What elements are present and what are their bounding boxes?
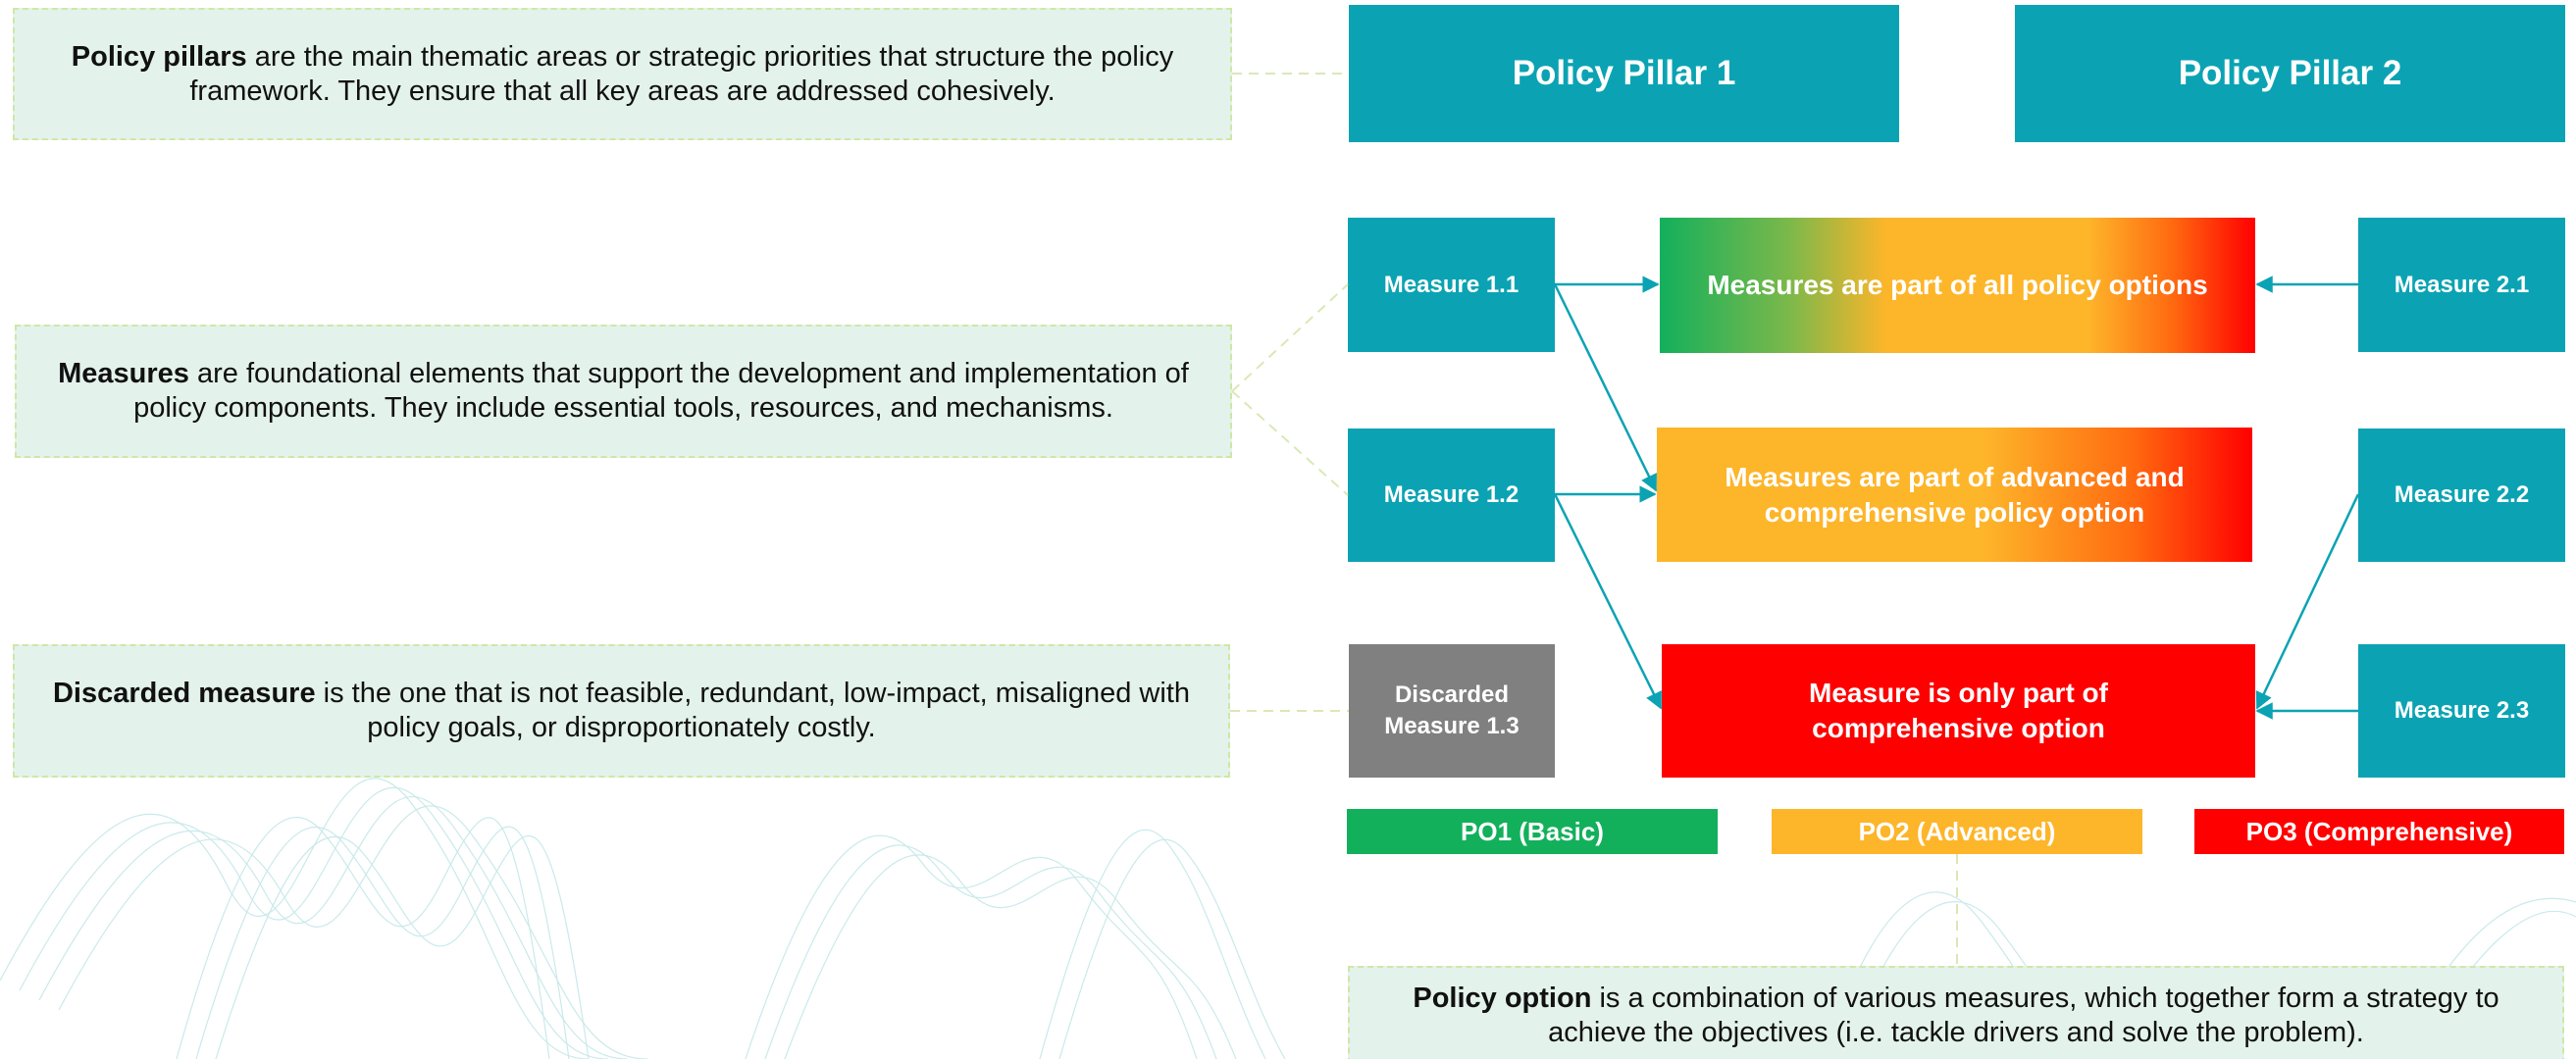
definition-term: Measures [58, 358, 189, 389]
definition-measures: Measures are foundational elements that … [15, 325, 1232, 458]
option-comprehensive-only: Measure is only part of comprehensive op… [1662, 644, 2255, 778]
option-advanced-comprehensive: Measures are part of advanced and compre… [1657, 428, 2252, 562]
definition-body: are the main thematic areas or strategic… [189, 40, 1174, 107]
legend-po3-comprehensive: PO3 (Comprehensive) [2194, 809, 2564, 854]
legend-po2-advanced: PO2 (Advanced) [1772, 809, 2142, 854]
legend-po1-basic: PO1 (Basic) [1347, 809, 1718, 854]
definition-body: is a combination of various measures, wh… [1548, 983, 2499, 1048]
policy-pillar-2: Policy Pillar 2 [2015, 5, 2565, 142]
definition-term: Discarded measure [52, 678, 316, 709]
discarded-measure-1-3: Discarded Measure 1.3 [1349, 644, 1555, 778]
definition-body: is the one that is not feasible, redunda… [315, 678, 1191, 743]
measure-2-2: Measure 2.2 [2358, 429, 2565, 562]
measure-1-1: Measure 1.1 [1348, 218, 1555, 352]
definition-policy-option-text: Policy option is a combination of variou… [1371, 982, 2541, 1050]
option-all-policy-options: Measures are part of all policy options [1660, 218, 2255, 353]
measure-1-2: Measure 1.2 [1348, 429, 1555, 562]
definition-term: Policy pillars [71, 40, 247, 73]
definition-discarded-text: Discarded measure is the one that is not… [36, 677, 1207, 745]
definition-measures-text: Measures are foundational elements that … [38, 357, 1209, 426]
measure-2-3: Measure 2.3 [2358, 644, 2565, 778]
policy-pillar-1: Policy Pillar 1 [1349, 5, 1899, 142]
definition-body: are foundational elements that support t… [133, 358, 1189, 424]
definition-policy-option: Policy option is a combination of variou… [1348, 966, 2564, 1059]
definition-policy-pillars: Policy pillars are the main thematic are… [13, 8, 1232, 140]
definition-discarded-measure: Discarded measure is the one that is not… [13, 644, 1230, 778]
definition-policy-pillars-text: Policy pillars are the main thematic are… [36, 40, 1209, 109]
definition-term: Policy option [1413, 983, 1592, 1014]
measure-2-1: Measure 2.1 [2358, 218, 2565, 352]
